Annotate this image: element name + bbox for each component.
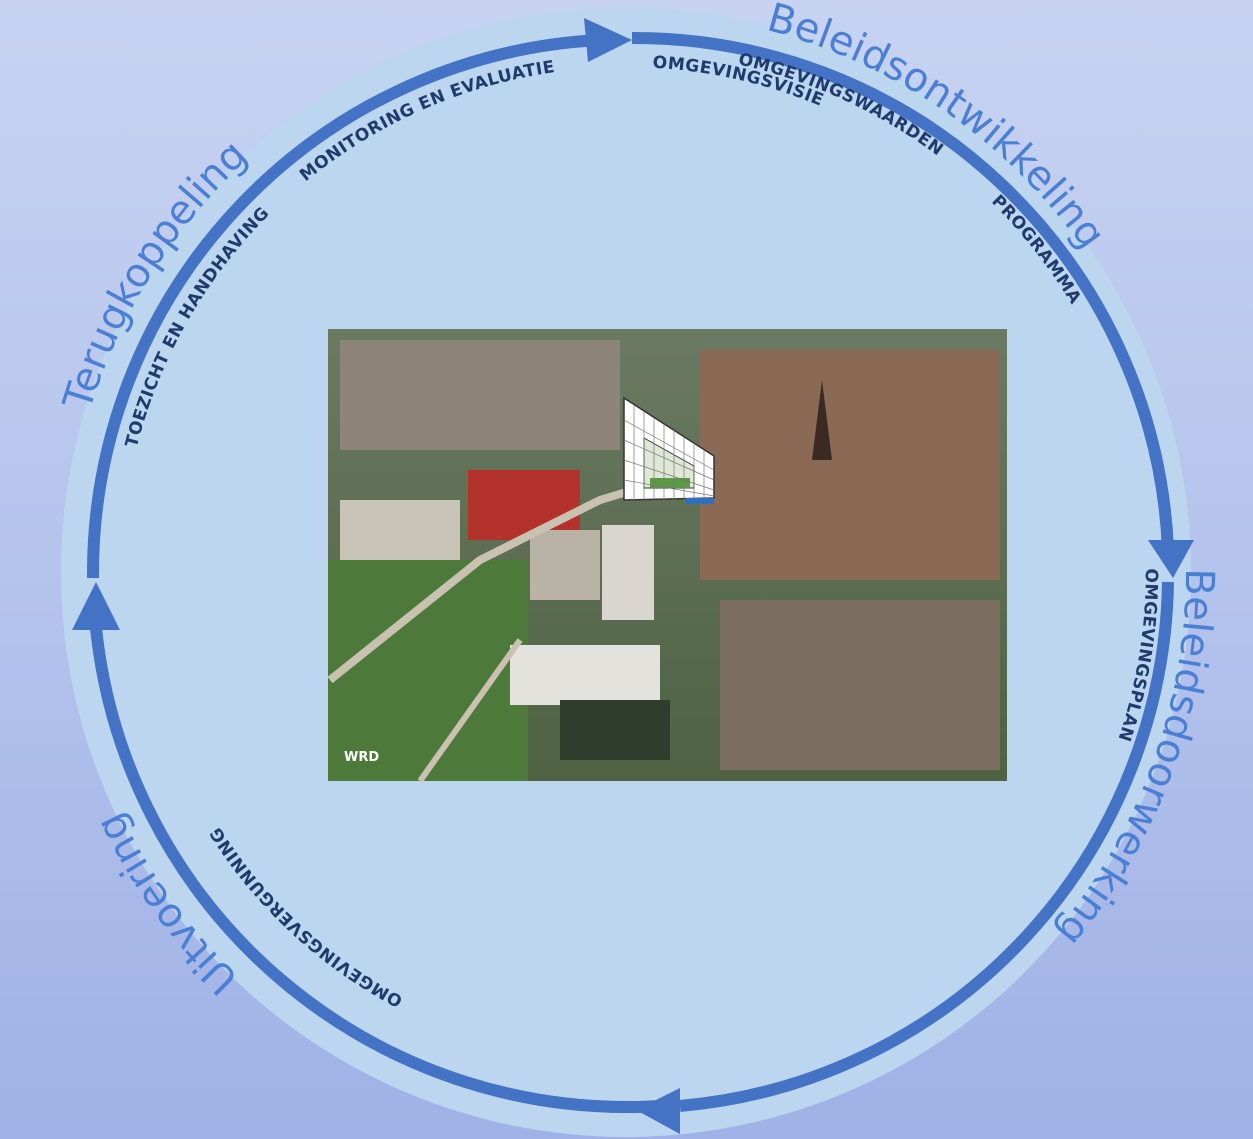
photo-church-spire	[812, 380, 832, 460]
photo-tower	[602, 525, 654, 620]
arrow-arc-uitvoering	[90, 627, 661, 1113]
photo-watermark: WRD	[344, 750, 379, 765]
cycle-arrows	[86, 31, 1174, 1113]
arrow-head-left	[72, 582, 120, 630]
arrow-arc-beleidsontwikkeling	[631, 31, 1174, 551]
arrow-head-right	[1148, 540, 1194, 578]
photo-block-red	[468, 470, 580, 540]
arrow-heads	[72, 18, 1194, 1134]
photo-right-blocks	[720, 600, 1000, 770]
building-sketch-icon	[623, 396, 715, 504]
arrow-arc-beleidsdoorwerking	[679, 581, 1174, 1112]
photo-block-center	[530, 530, 600, 600]
photo-block-white-row	[340, 500, 460, 560]
arrow-head-bottom	[636, 1088, 680, 1134]
photo-canal	[560, 700, 670, 760]
photo-top-left-blocks	[340, 340, 620, 450]
photo-museum	[510, 645, 660, 705]
arrow-head-top	[584, 18, 632, 62]
photo-old-town	[700, 350, 1000, 580]
arrow-arc-terugkoppeling	[86, 34, 601, 579]
aerial-city-photo: WRD	[327, 329, 1007, 783]
photo-road-2	[417, 638, 523, 783]
